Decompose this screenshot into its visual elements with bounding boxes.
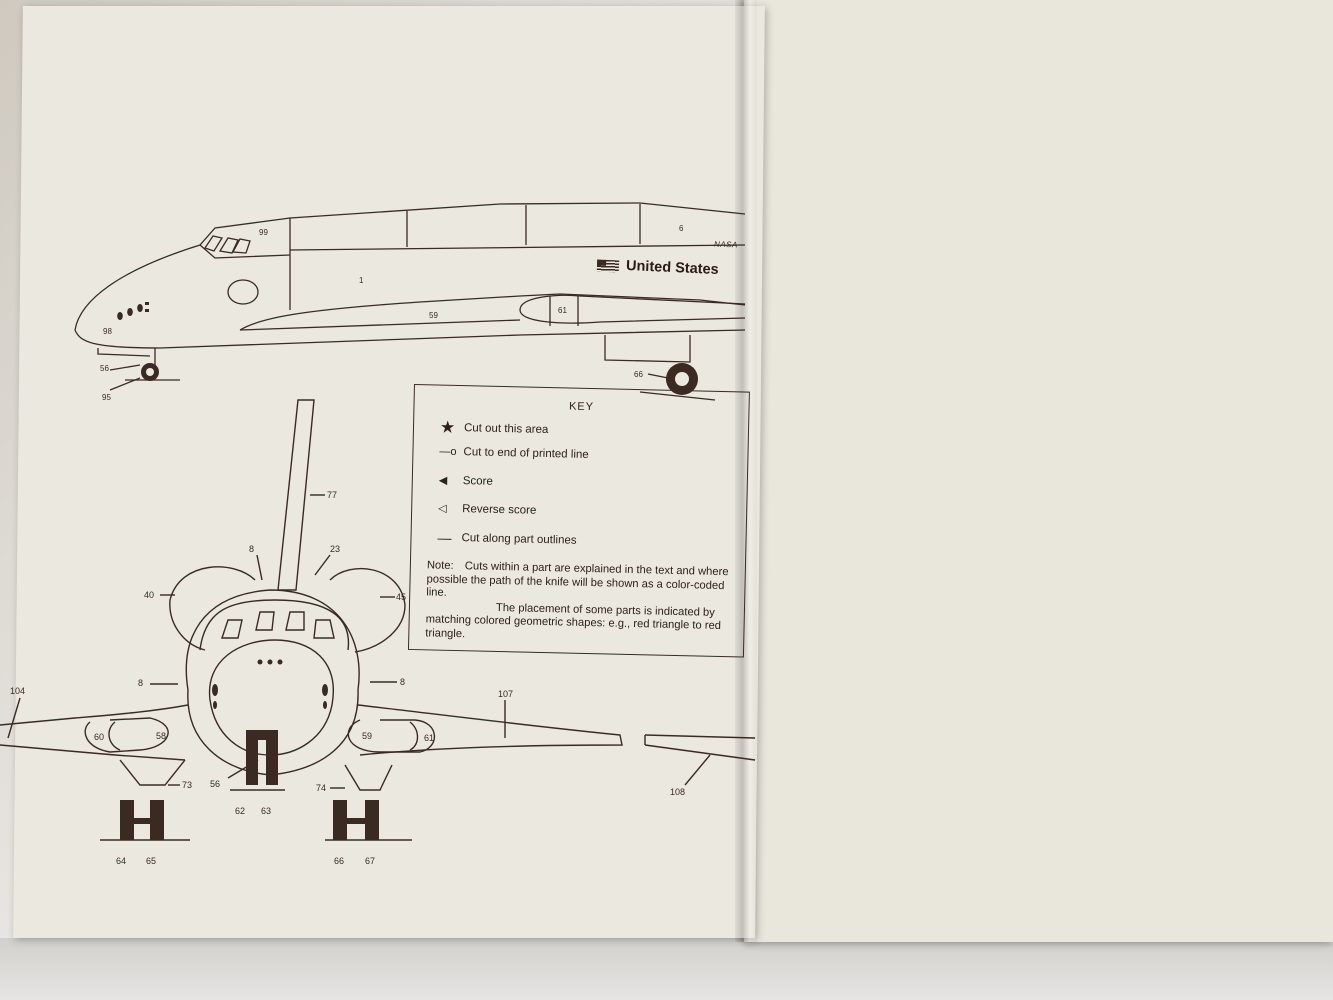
front-view-labels: 77 8 23 40 45 8 8 104 107 60 58 59 61 73… [10, 490, 685, 866]
side-wheels [141, 363, 698, 395]
label-side-59: 59 [429, 311, 438, 320]
label-front-108: 108 [670, 787, 685, 797]
label-front-45: 45 [396, 592, 406, 602]
key-item-cut-outlines: — Cut along part outlines [437, 530, 576, 549]
key-item-label: Cut along part outlines [461, 532, 577, 547]
label-front-8a: 8 [249, 544, 254, 554]
label-front-23: 23 [330, 544, 340, 554]
table-surface [0, 938, 1333, 1000]
page-fold [735, 0, 757, 942]
label-side-95: 95 [102, 393, 111, 402]
label-side-6: 6 [679, 224, 684, 233]
label-side-98: 98 [103, 327, 112, 336]
label-front-60: 60 [94, 732, 104, 742]
nose-thruster-dots [117, 302, 149, 320]
label-front-77: 77 [327, 490, 337, 500]
key-item-label: Cut to end of printed line [463, 446, 589, 461]
key-item-label: Reverse score [462, 502, 537, 517]
label-front-66: 66 [334, 856, 344, 866]
label-front-40: 40 [144, 590, 154, 600]
label-side-66: 66 [634, 370, 643, 379]
label-side-61: 61 [558, 306, 567, 315]
label-side-56: 56 [100, 364, 109, 373]
side-view-labels: 99 6 1 59 61 98 56 95 66 [100, 224, 684, 402]
label-front-73: 73 [182, 780, 192, 790]
label-front-104: 104 [10, 686, 25, 696]
label-front-8b: 8 [138, 678, 143, 688]
key-title: KEY [568, 400, 595, 414]
us-flag-icon [596, 259, 620, 273]
label-front-56: 56 [210, 779, 220, 789]
note-text-2: The placement of some parts is indicated… [425, 601, 722, 640]
nose-rcs-marks [212, 684, 328, 709]
score-icon: ◀ [438, 474, 448, 487]
label-front-74: 74 [316, 783, 326, 793]
shuttle-side-view [74, 202, 746, 401]
key-item-cut-out: ★ Cut out this area [440, 418, 549, 440]
label-front-58: 58 [156, 731, 166, 741]
label-front-59: 59 [362, 731, 372, 741]
label-side-1: 1 [359, 276, 364, 285]
reverse-score-icon: ◁ [438, 502, 447, 515]
key-item-score: ◀ Score [439, 474, 493, 488]
right-page [744, 0, 1333, 942]
key-item-label: Score [462, 474, 493, 488]
note-lead: Note: [426, 559, 454, 572]
note-text-1: Cuts within a part are explained in the … [426, 560, 729, 599]
cut-line-icon: —o [439, 445, 457, 458]
key-item-label: Cut out this area [463, 422, 549, 437]
label-front-67: 67 [365, 856, 375, 866]
outline-line-icon: — [437, 529, 452, 546]
key-item-cut-to-end: —o Cut to end of printed line [439, 446, 589, 461]
front-wheels [120, 659, 379, 840]
key-note: Note:Cuts within a part are explained in… [425, 559, 739, 647]
label-front-63: 63 [261, 806, 271, 816]
key-item-reverse-score: ◁ Reverse score [438, 502, 536, 517]
label-front-65: 65 [146, 856, 156, 866]
label-front-61: 61 [424, 733, 434, 743]
star-icon: ★ [439, 417, 456, 437]
label-front-107: 107 [498, 689, 513, 699]
nasa-logo: NASA [713, 239, 738, 250]
label-front-62: 62 [235, 806, 245, 816]
label-side-99: 99 [259, 228, 268, 237]
label-front-8c: 8 [400, 677, 405, 687]
label-front-64: 64 [116, 856, 126, 866]
key-legend: KEY ★ Cut out this area —o Cut to end of… [407, 384, 750, 658]
